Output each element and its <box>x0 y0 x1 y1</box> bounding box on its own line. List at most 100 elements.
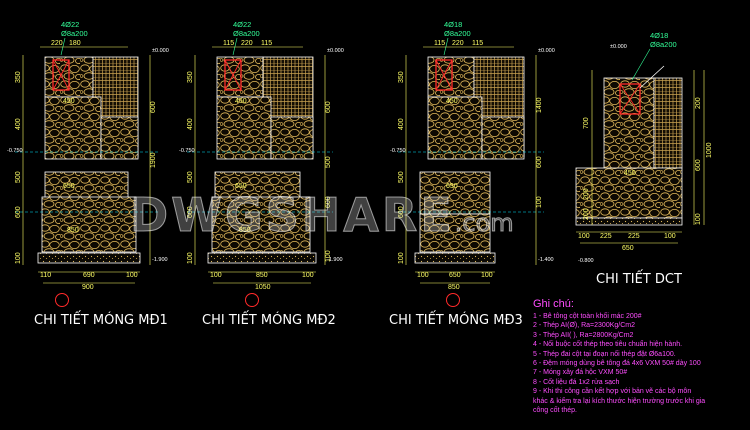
width-label: 450 <box>63 98 75 105</box>
dimension-text-top: 115 <box>223 40 234 47</box>
dimension-text-left: 400 <box>15 118 22 130</box>
steel-label-stirrup: Ø8a200 <box>233 29 260 38</box>
dimension-text-bottom: 850 <box>448 284 460 291</box>
dimension-text-left: 500 <box>15 171 22 183</box>
detail-marker-3 <box>446 293 460 307</box>
elevation-label: ±0.000 <box>610 44 627 50</box>
dimension-text-left: 600 <box>187 206 194 218</box>
title-md2: CHI TIẾT MÓNG MĐ2 <box>202 313 336 328</box>
note-line: 3 - Thép AII( ), Ra=2800Kg/Cm2 <box>533 331 634 339</box>
dimension-text-bottom: 850 <box>256 272 268 279</box>
note-line: 9 - Khi thi công cần kết hợp với bản vẽ … <box>533 388 692 396</box>
dimension-text-left: 500 <box>187 171 194 183</box>
steel-label-main: 4Ø18 <box>444 20 462 29</box>
dimension-text-left: 100 <box>398 252 405 264</box>
dimension-text-right: 600 <box>150 101 157 113</box>
column-zone <box>216 56 264 98</box>
leader-line <box>60 37 66 56</box>
dimension-text-top: 180 <box>69 40 81 47</box>
dimension-text-left: 500 <box>398 171 405 183</box>
dimension-text-bottom: 100 <box>417 272 429 279</box>
dimension-text-right: 600 <box>325 101 332 113</box>
dimension-text-right: 500 <box>325 156 332 168</box>
dimension-text-left: 100 <box>187 252 194 264</box>
note-line: 1 - Bê tông cột toàn khối mác 200# <box>533 313 642 320</box>
dimension-text-bottom: 100 <box>126 272 138 279</box>
stone-step-2 <box>211 196 311 253</box>
elevation-label: -1.900 <box>327 257 343 263</box>
dimension-text-bottom: 650 <box>622 245 634 252</box>
elevation-label: ±0.000 <box>327 48 344 54</box>
dimension-text-left: 200 <box>583 208 590 220</box>
dimension-text-left: 200 <box>583 188 590 200</box>
rebar-cage <box>224 59 242 91</box>
dimension-text-left: 600 <box>15 206 22 218</box>
dimension-text-bottom: 100 <box>578 233 590 240</box>
watermark: DWGSHARE.com <box>130 188 515 243</box>
dimension-text-bottom: 110 <box>40 272 51 279</box>
note-line: 7 - Móng xây đá hộc VXM 50# <box>533 369 628 377</box>
rebar-cross <box>52 59 70 91</box>
dimension-text-left: 100 <box>15 252 22 264</box>
dimension-text-left: 350 <box>15 71 22 83</box>
note-line: 4 - Nối buộc cốt thép theo tiêu chuẩn hi… <box>533 341 683 349</box>
dimension-text-bottom: 900 <box>82 284 94 291</box>
detail-marker-2 <box>245 293 259 307</box>
dimension-text-right: 600 <box>536 156 543 168</box>
dimension-text-right: 1900 <box>150 152 157 168</box>
rebar-cage <box>435 59 453 91</box>
elevation-label: -0.750 <box>179 148 195 154</box>
dimension-text-bottom: 100 <box>481 272 493 279</box>
dimension-text-right: 100 <box>325 250 332 262</box>
dimension-text-left: 700 <box>583 117 590 129</box>
dimension-text-left: 350 <box>187 71 194 83</box>
detail-marker-1 <box>55 293 69 307</box>
width-label: 850 <box>67 227 79 234</box>
dimension-text-left: 400 <box>187 118 194 130</box>
steel-label-stirrup: Ø8a200 <box>61 29 88 38</box>
stone-step-1 <box>419 171 491 215</box>
column-zone <box>427 56 475 98</box>
stone-upper <box>44 96 102 160</box>
dimension-text-right: 1000 <box>706 142 713 158</box>
lean-concrete <box>37 252 141 264</box>
elevation-label: -0.750 <box>7 148 23 154</box>
dct-rebar-cage <box>619 83 641 115</box>
width-label: 450 <box>446 98 458 105</box>
stone-step-2 <box>41 196 137 253</box>
note-line: 8 - Cốt liệu đá 1x2 rửa sạch <box>533 378 620 386</box>
rebar-cross <box>619 83 641 115</box>
dimension-text-bottom: 100 <box>302 272 314 279</box>
dimension-text-top: 220 <box>241 40 253 47</box>
width-label: 650 <box>235 183 247 190</box>
note-line: 5 - Thép đai cột tại đoạn nối thép đặt Ø… <box>533 350 676 358</box>
elevation-label: -1.900 <box>152 257 168 263</box>
elevation-label: -1.400 <box>538 257 554 263</box>
dct-slope <box>639 65 665 89</box>
dimension-text-bottom: 1050 <box>255 284 271 291</box>
dimension-text-bottom: 225 <box>600 233 612 240</box>
stone-upper-right <box>270 116 314 160</box>
rebar-cross <box>224 59 242 91</box>
dct-footing <box>575 167 683 219</box>
dimension-text-top: 115 <box>472 40 483 47</box>
title-md1: CHI TIẾT MÓNG MĐ1 <box>34 313 168 328</box>
width-label: 450 <box>624 170 636 177</box>
elevation-label: ±0.000 <box>538 48 555 54</box>
leader-line <box>631 48 651 81</box>
notes-heading: Ghi chú: <box>533 298 574 310</box>
dimension-text-left: 600 <box>398 206 405 218</box>
stone-upper-right <box>100 116 139 160</box>
elevation-label: -0.750 <box>390 148 406 154</box>
dimension-text-top: 220 <box>51 40 63 47</box>
watermark-text: DWGSHARE <box>130 188 455 243</box>
watermark-suffix: .com <box>454 209 514 238</box>
lean-concrete <box>207 252 317 264</box>
stone-upper <box>427 96 483 160</box>
stone-upper-right <box>481 116 525 160</box>
